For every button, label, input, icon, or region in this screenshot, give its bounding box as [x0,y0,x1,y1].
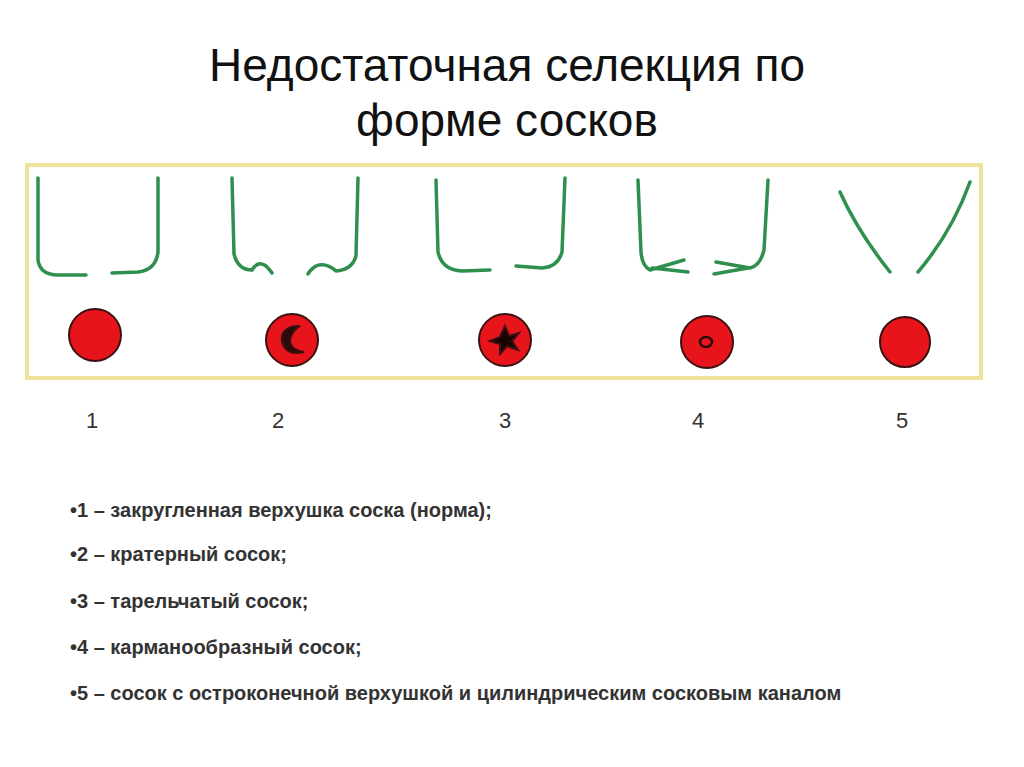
legend-note: •2 – кратерный сосок; [70,541,960,568]
teat-profile [308,178,358,274]
teat-end [266,314,318,366]
teat-end [681,316,733,368]
teat-profile [638,180,688,272]
teat-profile [714,180,768,274]
legend-note: •4 – карманообразный сосок; [70,634,960,661]
callout-number: 2 [272,408,284,434]
callout-number: 4 [692,408,704,434]
teat-profile [918,182,970,272]
callout-number: 3 [499,408,511,434]
legend-note: •3 – тарельчатый сосок; [70,588,960,615]
legend-note: •1 – закругленная верхушка соска (норма)… [70,497,960,524]
teat-end [69,309,121,361]
teat-end-views [69,309,930,368]
slide-title: Недостаточная селекция по форме сосков [182,38,832,148]
crater-mark [282,326,304,353]
teat-profile [38,178,86,275]
teat-end [880,317,930,367]
teat-end [479,314,531,366]
callout-number: 5 [896,408,908,434]
teat-profiles [38,178,970,275]
teat-profile [516,178,565,268]
callout-number: 1 [86,408,98,434]
teat-profile [112,178,158,273]
star-mark [490,326,519,354]
ring-mark [700,337,712,347]
teat-profile [232,178,272,273]
teat-profile [840,192,890,272]
teat-profile [436,180,490,271]
legend-note: •5 – сосок с остроконечной верхушкой и ц… [70,680,960,707]
panel-frame [27,165,981,378]
